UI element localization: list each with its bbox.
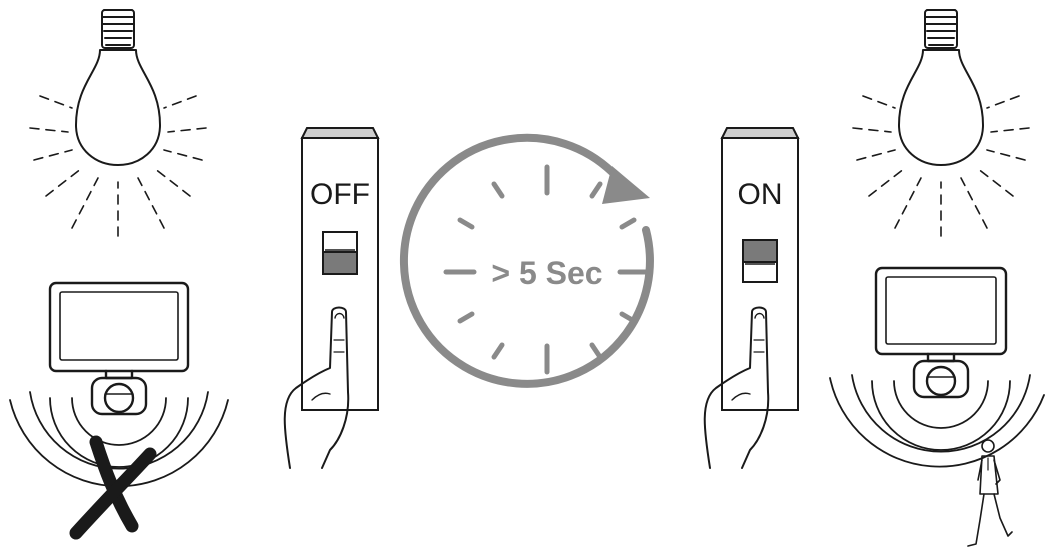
left-sensor-waves [10, 392, 228, 486]
off-toggle [323, 232, 357, 274]
left-floodlight [50, 283, 188, 414]
right-floodlight [876, 268, 1006, 397]
on-toggle [743, 240, 777, 282]
off-label: OFF [310, 178, 370, 211]
on-label: ON [738, 178, 783, 211]
left-bulb [76, 10, 160, 165]
right-bulb [899, 10, 983, 165]
timer-label: > 5 Sec [491, 255, 602, 291]
no-motion-cross-icon [76, 442, 150, 533]
walking-person-icon [968, 440, 1012, 546]
right-sensor-waves [830, 375, 1044, 467]
